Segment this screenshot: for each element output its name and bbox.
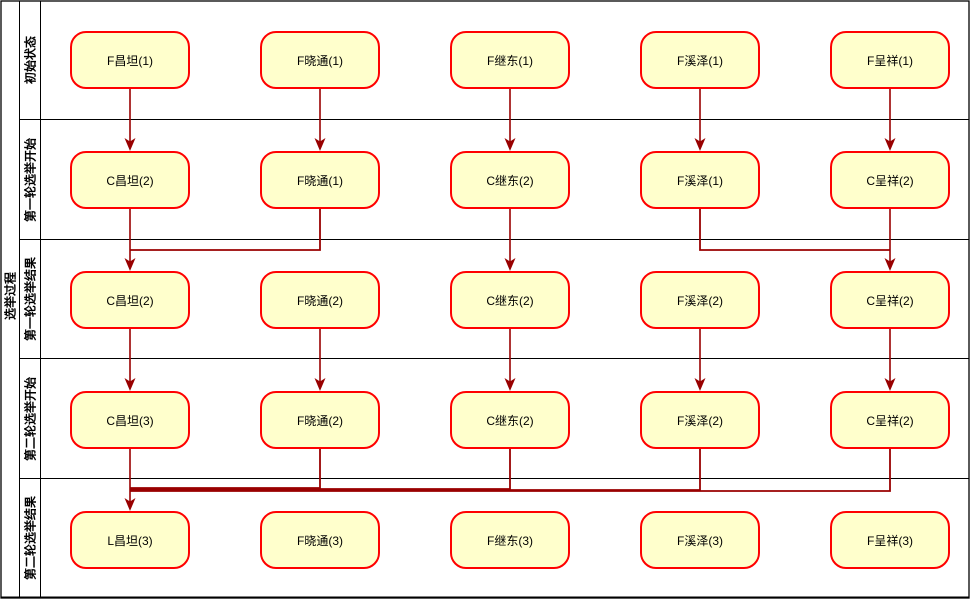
lane-label-initial-state: 初始状态 xyxy=(23,35,38,85)
flow-node-r5c2: F晓通(3) xyxy=(260,511,380,569)
flow-node-r2c1: C昌坦(2) xyxy=(70,151,190,209)
flow-node-r2c4: F溪泽(1) xyxy=(640,151,760,209)
arrowhead xyxy=(694,138,706,151)
flow-node-r1c1: F昌坦(1) xyxy=(70,31,190,89)
flow-node-r3c4: F溪泽(2) xyxy=(640,271,760,329)
flow-node-r2c2: F晓通(1) xyxy=(260,151,380,209)
flow-node-r5c5: F呈祥(3) xyxy=(830,511,950,569)
pool-title: 选举过程 xyxy=(3,271,18,321)
flow-node-r5c1: L昌坦(3) xyxy=(70,511,190,569)
arrowhead xyxy=(504,258,516,271)
flow-node-r4c5: C呈祥(2) xyxy=(830,391,950,449)
arrowhead xyxy=(124,378,136,391)
lane-label-round1-start: 第一轮选举开始 xyxy=(23,137,38,223)
connector-elbow-line xyxy=(699,209,890,251)
flow-node-r4c3: C继东(2) xyxy=(450,391,570,449)
flow-node-r3c2: F晓通(2) xyxy=(260,271,380,329)
flow-node-r1c4: F溪泽(1) xyxy=(640,31,760,89)
connector-elbow-line xyxy=(130,449,511,490)
arrowhead xyxy=(314,138,326,151)
lane-label-round2-result: 第二轮选举结果 xyxy=(23,495,38,581)
arrowhead xyxy=(504,378,516,391)
connector-elbow-line xyxy=(130,449,891,492)
arrowhead xyxy=(694,378,706,391)
flow-node-r4c2: F晓通(2) xyxy=(260,391,380,449)
flow-node-r4c4: F溪泽(2) xyxy=(640,391,760,449)
flow-node-r1c2: F晓通(1) xyxy=(260,31,380,89)
flow-node-r3c1: C昌坦(2) xyxy=(70,271,190,329)
flow-node-r5c3: F继东(3) xyxy=(450,511,570,569)
flow-node-r2c3: C继东(2) xyxy=(450,151,570,209)
flow-node-r2c5: C呈祥(2) xyxy=(830,151,950,209)
arrowhead xyxy=(124,498,136,511)
lane-label-round2-start: 第二轮选举开始 xyxy=(23,376,38,462)
flow-node-r5c4: F溪泽(3) xyxy=(640,511,760,569)
arrowhead xyxy=(314,378,326,391)
arrowhead xyxy=(124,258,136,271)
arrowhead xyxy=(124,138,136,151)
arrowhead xyxy=(884,258,896,271)
arrowhead xyxy=(884,138,896,151)
connector-elbow-line xyxy=(130,209,321,251)
flow-node-r4c1: C昌坦(3) xyxy=(70,391,190,449)
flow-node-r3c5: C呈祥(2) xyxy=(830,271,950,329)
arrowhead xyxy=(884,378,896,391)
connector-elbow-line xyxy=(130,449,321,489)
connector-elbow-line xyxy=(130,449,701,491)
lane-label-round1-result: 第一轮选举结果 xyxy=(23,256,38,342)
flow-node-r3c3: C继东(2) xyxy=(450,271,570,329)
arrowhead xyxy=(504,138,516,151)
flow-node-r1c5: F呈祥(1) xyxy=(830,31,950,89)
flow-node-r1c3: F继东(1) xyxy=(450,31,570,89)
